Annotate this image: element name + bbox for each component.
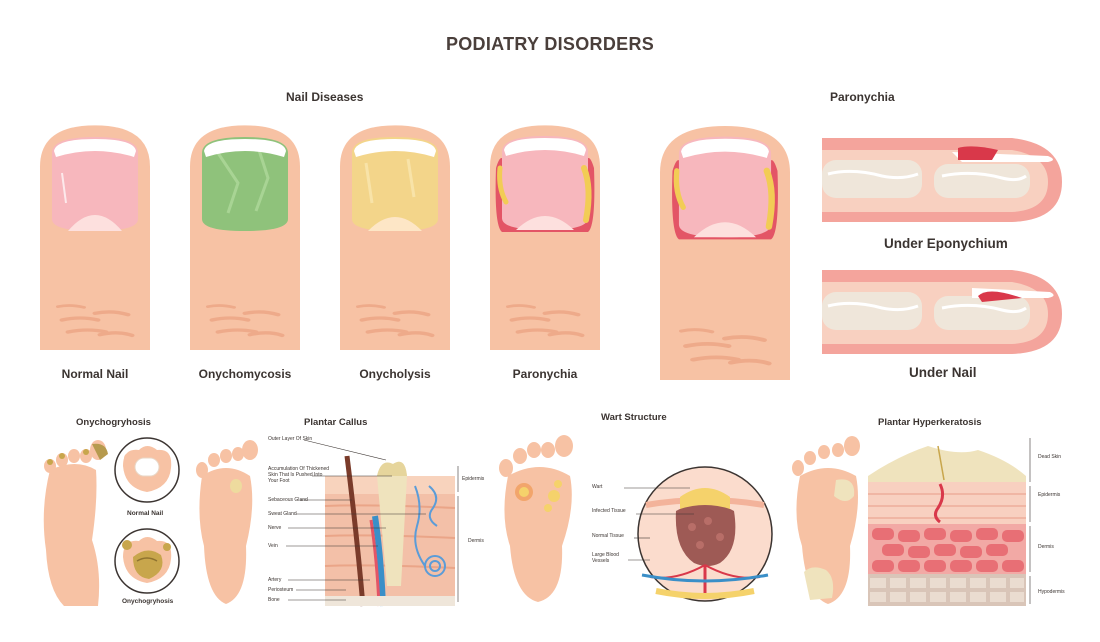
callus-label-2: Sebaceous Gland [268,497,308,503]
caption-normal-nail: Normal Nail [61,367,129,381]
heading-nail-diseases: Nail Diseases [286,90,364,104]
hyper-label-hypodermis: Hypodermis [1038,589,1065,595]
nail-onychomycosis [202,137,288,231]
caption-onycholysis: Onycholysis [359,367,431,381]
callus-label-4: Nerve [268,525,282,531]
nail-paronychia [495,136,595,232]
nail-paronychia-zoomed [672,136,778,240]
hyper-label-epidermis: Epidermis [1038,492,1061,498]
page-title: PODIATRY DISORDERS [445,34,655,54]
hyperkeratosis-brackets [1029,438,1031,604]
caption-under-eponychium: Under Eponychium [884,236,1008,251]
hyper-label-dead-skin: Dead Skin [1038,454,1062,460]
wart-label-3: Large Blood Vessels [592,552,619,564]
heading-paronychia: Paronychia [830,90,895,104]
callus-side-dermis: Dermis [468,538,484,544]
callus-cross-section [324,455,456,607]
foot-onychogryhosis [43,440,108,606]
nail-normal [52,137,138,231]
nail-onycholysis [352,137,438,231]
foot-plantar-callus [196,440,258,604]
heading-plantar-hyperkeratosis: Plantar Hyperkeratosis [878,417,982,428]
label-normal-nail: Normal Nail [127,510,164,517]
wart-label-2: Normal Tissue [592,533,624,539]
heading-onychogryhosis: Onychogryhosis [76,417,151,428]
heading-wart-structure: Wart Structure [601,412,667,423]
callus-label-0: Outer Layer Of Skin [268,436,313,442]
caption-onychomycosis: Onychomycosis [198,367,292,381]
wart-cross-section [637,466,773,602]
callus-label-1: Accumulation Of Thickened Skin That Is P… [268,466,330,484]
wart-label-1: Infected Tissue [592,508,626,514]
foot-wart [499,435,573,602]
callus-label-5: Vein [268,543,278,549]
callus-label-3: Sweat Gland [268,511,297,517]
caption-paronychia: Paronychia [512,367,578,381]
callus-side-epidermis: Epidermis [462,476,485,482]
zoom-circle-onychogryhosis [114,528,180,594]
caption-under-nail: Under Nail [909,365,977,380]
heading-plantar-callus: Plantar Callus [304,417,368,428]
wart-leader-lines [624,487,694,561]
zoom-circle-normal-nail [114,437,180,503]
hyperkeratosis-cross-section [868,445,1026,606]
callus-leader-lines [286,439,459,602]
callus-label-8: Bone [268,597,280,603]
callus-label-7: Periosteum [268,587,294,593]
callus-label-6: Artery [268,577,282,583]
side-finger-eponychium [822,138,1062,222]
foot-hyperkeratosis [792,436,860,604]
label-onychogryhosis: Onychogryhosis [122,598,174,605]
wart-label-0: Wart [592,484,603,490]
hyper-label-dermis: Dermis [1038,544,1054,550]
side-finger-under-nail [822,270,1062,354]
